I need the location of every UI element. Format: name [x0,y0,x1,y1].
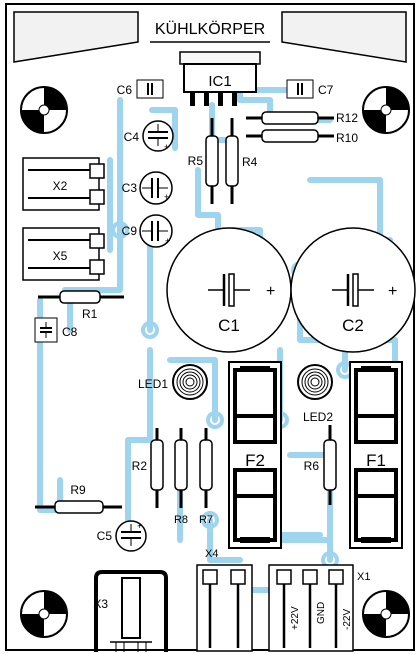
c5-capacitor: + C5 [97,520,147,552]
c4-plus-sign: + [164,142,169,152]
r7-resistor: R7 [199,428,213,526]
c9-label: C9 [122,224,138,238]
led2: LED2 [297,364,333,424]
x2-connector: X2 [22,157,105,211]
c8-capacitor: C8 [34,317,78,343]
f2-fuse: F2 [228,361,282,549]
x1-connector: X1 +22V GND -22V [268,564,370,652]
c3-plus-sign: + [164,192,169,202]
r2-resistor: R2 [132,428,164,508]
heatsink: KÜHLKÖRPER [13,11,407,63]
c7-label: C7 [318,83,334,97]
c4-capacitor: + C4 [124,120,174,152]
ic1-regulator: IC1 [179,51,261,106]
r10-resistor: R10 [246,129,358,145]
r5-label: R5 [188,154,204,168]
r1-resistor: R1 [38,290,124,321]
c5-label: C5 [97,529,113,543]
x5-label: X5 [53,249,68,263]
c1-label: C1 [218,316,240,335]
mounting-hole-bottom-right [362,590,410,638]
r2-label: R2 [132,459,148,473]
r9-resistor: R9 [35,483,122,514]
c9-plus-sign: + [165,236,170,246]
r4-resistor: R4 [225,118,258,204]
c9-capacitor: + C9 [122,214,173,248]
mounting-hole-top-left [20,86,68,134]
c2-capacitor: + C2 [290,227,416,353]
x4-label: X4 [205,548,218,560]
f1-fuse: F1 [349,361,403,549]
r5-resistor: R5 [188,118,219,204]
led1: LED1 [138,364,208,400]
x3-connector: X3 [93,570,168,652]
r10-label: R10 [336,131,358,145]
r8-resistor: R8 [174,428,188,526]
heatsink-label: KÜHLKÖRPER [155,20,265,38]
r6-resistor: R6 [304,425,337,505]
x1-pin-minus22v-label: -22V [342,609,353,630]
c8-label: C8 [62,325,78,339]
c7-capacitor: C7 [286,79,334,99]
x1-pin-gnd-label: GND [316,602,327,624]
led2-label: LED2 [303,410,333,424]
x3-label: X3 [93,597,108,611]
c3-capacitor: + C3 [122,171,173,205]
c2-plus-sign: + [388,283,397,300]
r7-label: R7 [199,514,213,526]
led1-label: LED1 [138,377,168,391]
x1-label: X1 [357,571,370,583]
c4-label: C4 [124,130,140,144]
r6-label: R6 [304,459,320,473]
f1-label: F1 [366,451,386,470]
c1-capacitor: + C1 [166,227,292,353]
r8-label: R8 [174,514,188,526]
r1-label: R1 [82,307,98,321]
r12-label: R12 [336,111,358,125]
x5-connector: X5 [22,227,105,281]
x4-connector: X4 [196,548,253,652]
mounting-hole-bottom-left [20,590,68,638]
f2-label: F2 [245,451,265,470]
r4-label: R4 [242,155,258,169]
ic1-label: IC1 [208,73,231,90]
r9-label: R9 [70,483,86,497]
c5-plus-sign: + [137,521,142,531]
mounting-hole-top-right [362,86,410,134]
c2-label: C2 [342,316,364,335]
x2-label: X2 [53,179,68,193]
c6-capacitor: C6 [117,79,164,99]
c3-label: C3 [122,181,138,195]
c1-plus-sign: + [266,283,275,300]
c6-label: C6 [117,83,133,97]
x1-pin-plus22v-label: +22V [290,606,301,630]
r12-resistor: R12 [246,111,358,125]
